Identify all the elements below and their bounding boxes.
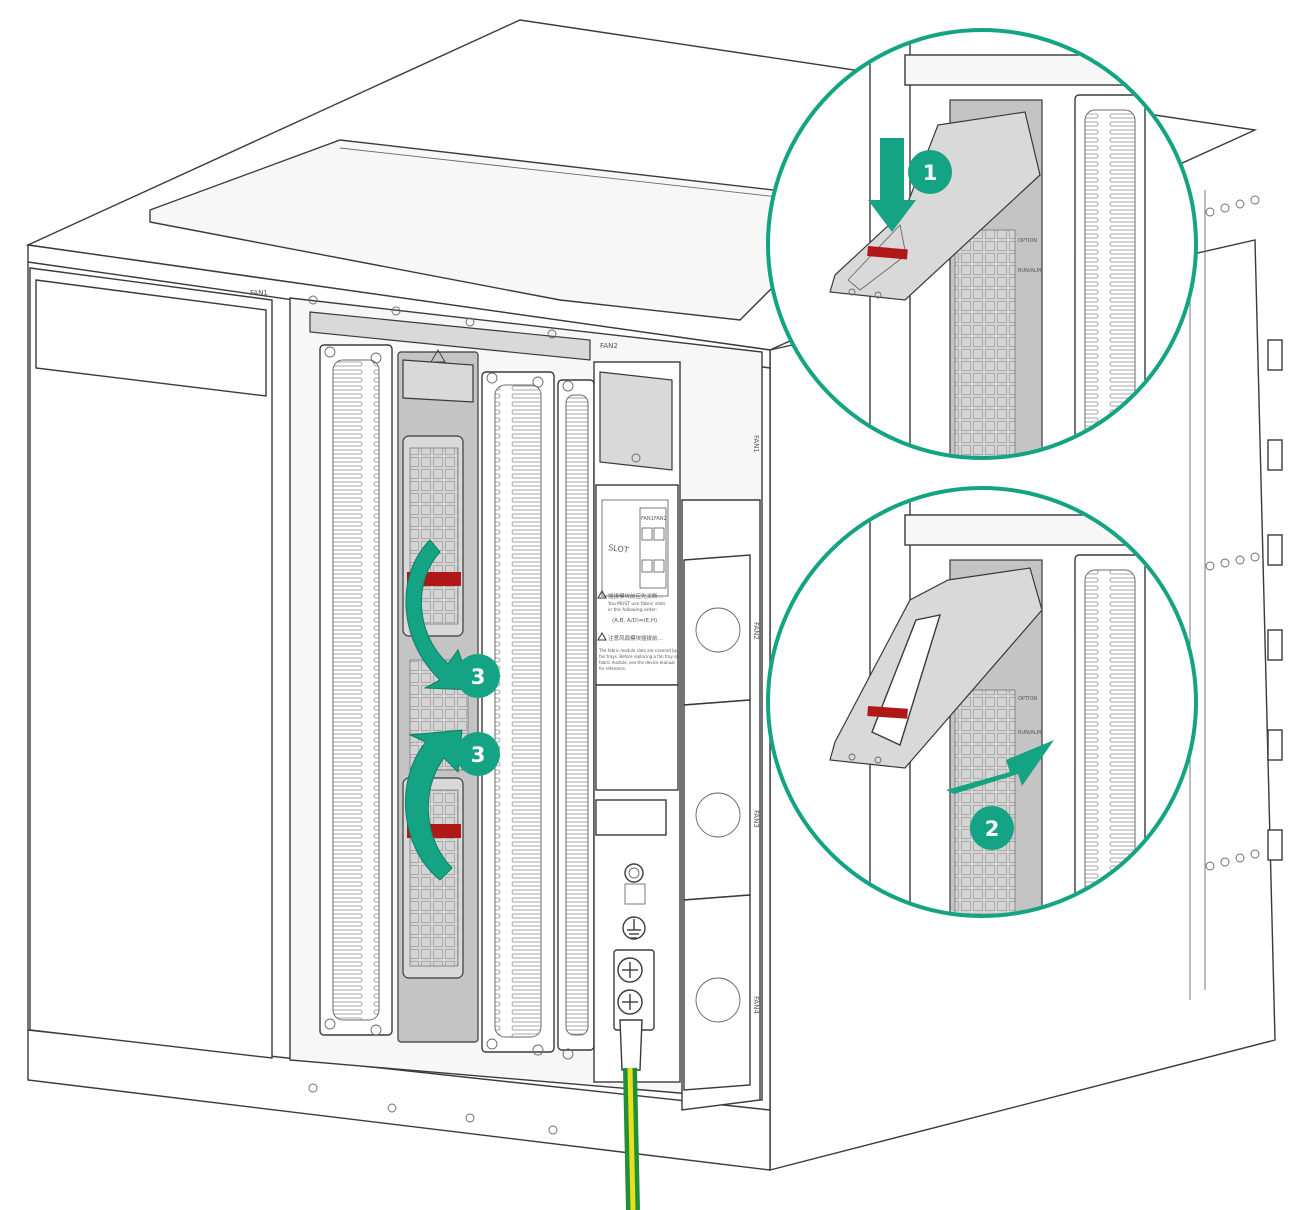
- vent-panel-1: [319, 344, 393, 1036]
- detail2-runalm: RUN/ALM: [1018, 730, 1041, 736]
- vent-panel-4: [557, 379, 595, 1060]
- ground-terminal: [613, 949, 655, 1071]
- warn1-cn: 插拔模块前应先关断…: [608, 592, 663, 600]
- side-fan1-label: FAN1: [752, 435, 760, 453]
- step-1-number: 1: [923, 161, 938, 185]
- fan2-label: FAN2: [600, 342, 618, 350]
- side-fan4-label: FAN4: [752, 996, 760, 1014]
- grid-fan2-label: FAN2: [654, 516, 667, 522]
- warn1-order: (A,B, A/D)⇔(E,H): [612, 618, 657, 624]
- side-screw-row-top: [1205, 195, 1260, 217]
- rotate-up-arrow: [404, 729, 463, 881]
- warning-block-1: 插拔模块前应先关断… You MUST use fabric slots in …: [597, 589, 666, 624]
- ground-screw: [624, 863, 644, 883]
- fan-slot-frames: FAN1 FAN2 FAN3 FAN4: [681, 435, 761, 1111]
- power-label-column: SLOT FAN1 FAN2 插拔模块前应先关断… You MUST use f…: [593, 361, 681, 1083]
- fan-bay: FAN1 FAN2: [250, 289, 763, 1135]
- grid-fan1-label: FAN1: [641, 516, 654, 522]
- step-3a-number: 3: [471, 665, 486, 689]
- side-fan3-label: FAN3: [752, 810, 760, 828]
- fan1-label: FAN1: [250, 289, 268, 297]
- ground-cable: [623, 1067, 640, 1210]
- warn2-cn: 注意风扇模块插拔前…: [608, 634, 663, 642]
- fabric-module[interactable]: [397, 349, 479, 1043]
- warn1-en1: You MUST use fabric slots: [607, 601, 666, 607]
- step-2-number: 2: [985, 817, 1000, 841]
- detail-callout-2: OPTION RUN/ALM 2: [766, 486, 1198, 918]
- slot-label: SLOT: [608, 543, 630, 555]
- warn1-en2: in the following order:: [608, 607, 657, 613]
- side-screw-row-bottom: [1205, 849, 1260, 871]
- warning-block-2: 注意风扇模块插拔前… The fabric module slots are c…: [597, 631, 679, 671]
- side-screw-row-mid: [1205, 552, 1260, 571]
- detail2-option: OPTION: [1018, 696, 1037, 702]
- side-fan2-label: FAN2: [752, 622, 760, 640]
- warn2-en1: The fabric module slots are covered by: [598, 648, 678, 653]
- detail1-option: OPTION: [1018, 238, 1037, 244]
- step-3b-number: 3: [471, 743, 486, 767]
- slot-map: SLOT FAN1 FAN2: [601, 499, 669, 597]
- vent-panel-3: [481, 371, 555, 1056]
- warn2-en4: for reference.: [599, 666, 626, 671]
- warn2-en3: fabric module, see the device manual: [599, 660, 675, 665]
- rotate-down-arrow: [405, 539, 473, 691]
- step-3b-badge: 3: [456, 732, 500, 776]
- bay-screws: [308, 295, 558, 1135]
- detail1-runalm: RUN/ALM: [1018, 268, 1041, 274]
- detail-callout-1: OPTION RUN/ALM 1: [766, 28, 1198, 460]
- side-handles: [1267, 339, 1283, 861]
- warn2-en2: fan trays. Before replacing a fan tray o…: [599, 654, 679, 659]
- step-3a-badge: 3: [456, 654, 500, 698]
- upper-ejector-handle[interactable]: [402, 435, 464, 637]
